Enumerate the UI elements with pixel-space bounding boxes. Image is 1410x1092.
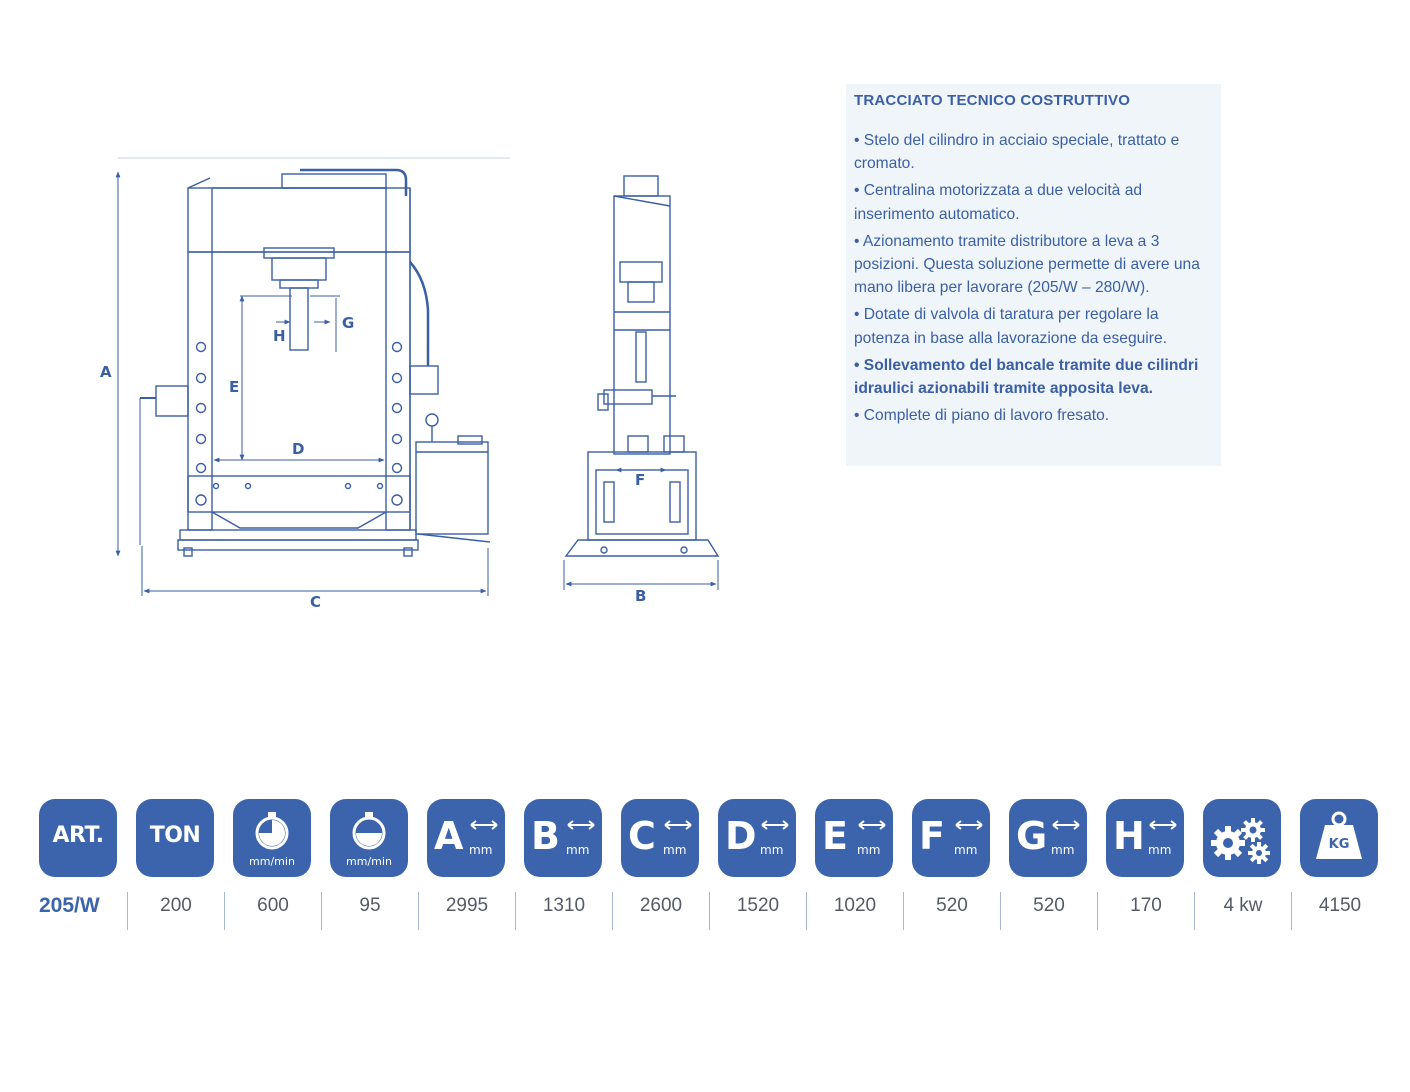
stopwatch-slow-icon: mm/min xyxy=(330,799,408,877)
dim-unit: mm xyxy=(663,843,687,857)
double-arrow-icon xyxy=(761,820,789,830)
dim-letter: D xyxy=(725,814,757,858)
dim-label-c: C xyxy=(310,593,321,611)
spec-values-row: 205/W 200 600 95 2995 1310 2600 1520 102… xyxy=(34,892,1384,932)
spec-icon-dim-b: B mm xyxy=(524,799,602,877)
dim-unit: mm xyxy=(566,843,590,857)
dim-label-g: G xyxy=(342,314,354,332)
column-divider xyxy=(1097,892,1098,930)
spec-dim-e: 1020 xyxy=(833,895,877,916)
tech-features-title: TRACCIATO TECNICO COSTRUTTIVO xyxy=(854,92,1131,109)
dim-label-a: A xyxy=(100,363,112,381)
weight-unit: KG xyxy=(1329,837,1350,852)
tech-feature-item: • Sollevamento del bancale tramite due c… xyxy=(854,356,1199,398)
column-divider xyxy=(612,892,613,930)
spec-header-icons: ART. TON mm/min mm/min A mm B mm C mm D xyxy=(39,799,1379,879)
spec-speed-slow: 95 xyxy=(359,895,381,916)
weight-icon: KG xyxy=(1300,799,1378,877)
tech-feature-item: • Centralina motorizzata a due velocità … xyxy=(854,182,1143,223)
spec-speed-fast: 600 xyxy=(257,895,289,916)
spec-weight: 4150 xyxy=(1318,895,1362,916)
dim-letter: G xyxy=(1016,814,1048,858)
column-divider xyxy=(515,892,516,930)
dim-letter: F xyxy=(919,814,945,858)
spec-icon-dim-e: E mm xyxy=(815,799,893,877)
dim-letter: B xyxy=(531,814,560,858)
spec-icon-dim-g: G mm xyxy=(1009,799,1087,877)
double-arrow-icon xyxy=(858,820,886,830)
dim-label-b: B xyxy=(635,587,646,605)
column-divider xyxy=(1194,892,1195,930)
stopwatch-fast-icon: mm/min xyxy=(233,799,311,877)
dim-unit: mm xyxy=(760,843,784,857)
column-divider xyxy=(806,892,807,930)
column-divider xyxy=(321,892,322,930)
gears-icon xyxy=(1203,799,1281,877)
column-divider xyxy=(1000,892,1001,930)
dim-unit: mm xyxy=(1051,843,1075,857)
spec-dim-h: 170 xyxy=(1130,895,1162,916)
front-view-drawing xyxy=(115,157,510,596)
double-arrow-icon xyxy=(567,820,595,830)
spec-icon-dim-h: H mm xyxy=(1106,799,1184,877)
dim-unit: mm xyxy=(1148,843,1172,857)
spec-dim-a: 2995 xyxy=(445,895,489,916)
double-arrow-icon xyxy=(664,820,692,830)
column-divider xyxy=(1291,892,1292,930)
double-arrow-icon xyxy=(470,820,498,830)
spec-icon-ton: TON xyxy=(136,799,214,877)
column-divider xyxy=(224,892,225,930)
double-arrow-icon xyxy=(1052,820,1080,830)
dim-letter: A xyxy=(434,814,464,858)
spec-model: 205/W xyxy=(39,894,100,917)
dim-letter: E xyxy=(822,814,848,858)
column-divider xyxy=(903,892,904,930)
dim-unit: mm xyxy=(857,843,881,857)
dim-letter: H xyxy=(1113,814,1145,858)
dim-label-h: H xyxy=(273,327,286,345)
spec-icon-dim-a: A mm xyxy=(427,799,505,877)
column-divider xyxy=(709,892,710,930)
spec-dim-g: 520 xyxy=(1033,895,1065,916)
tech-feature-item: • Azionamento tramite distributore a lev… xyxy=(854,232,1200,297)
spec-icon-ton-label: TON xyxy=(149,823,201,848)
speed-slow-unit: mm/min xyxy=(346,855,392,868)
spec-icon-dim-d: D mm xyxy=(718,799,796,877)
spec-motor: 4 kw xyxy=(1223,895,1263,916)
side-view-drawing xyxy=(563,175,720,590)
tech-features-panel: TRACCIATO TECNICO COSTRUTTIVO • Stelo de… xyxy=(846,84,1221,466)
tech-feature-item: • Complete di piano di lavoro fresato. xyxy=(854,407,1110,425)
technical-drawings: A E H G D C F B xyxy=(100,157,720,611)
speed-fast-unit: mm/min xyxy=(249,855,295,868)
dim-unit: mm xyxy=(469,843,493,857)
spec-dim-d: 1520 xyxy=(736,895,780,916)
column-divider xyxy=(418,892,419,930)
tech-feature-item: • Dotate di valvola di taratura per rego… xyxy=(854,306,1167,347)
dim-label-f: F xyxy=(635,471,645,489)
dim-label-e: E xyxy=(229,378,239,396)
double-arrow-icon xyxy=(1149,820,1177,830)
double-arrow-icon xyxy=(955,820,983,830)
spec-dim-f: 520 xyxy=(936,895,968,916)
spec-ton: 200 xyxy=(160,895,192,916)
dim-unit: mm xyxy=(954,843,978,857)
spec-icon-dim-f: F mm xyxy=(912,799,990,877)
spec-icon-art: ART. xyxy=(39,799,117,877)
dim-label-d: D xyxy=(292,440,304,458)
column-divider xyxy=(127,892,128,930)
spec-dim-c: 2600 xyxy=(639,895,683,916)
dim-letter: C xyxy=(628,814,656,858)
tech-feature-item: • Stelo del cilindro in acciaio speciale… xyxy=(854,132,1180,173)
spec-icon-dim-c: C mm xyxy=(621,799,699,877)
spec-icon-art-label: ART. xyxy=(52,823,104,848)
spec-dim-b: 1310 xyxy=(542,895,586,916)
